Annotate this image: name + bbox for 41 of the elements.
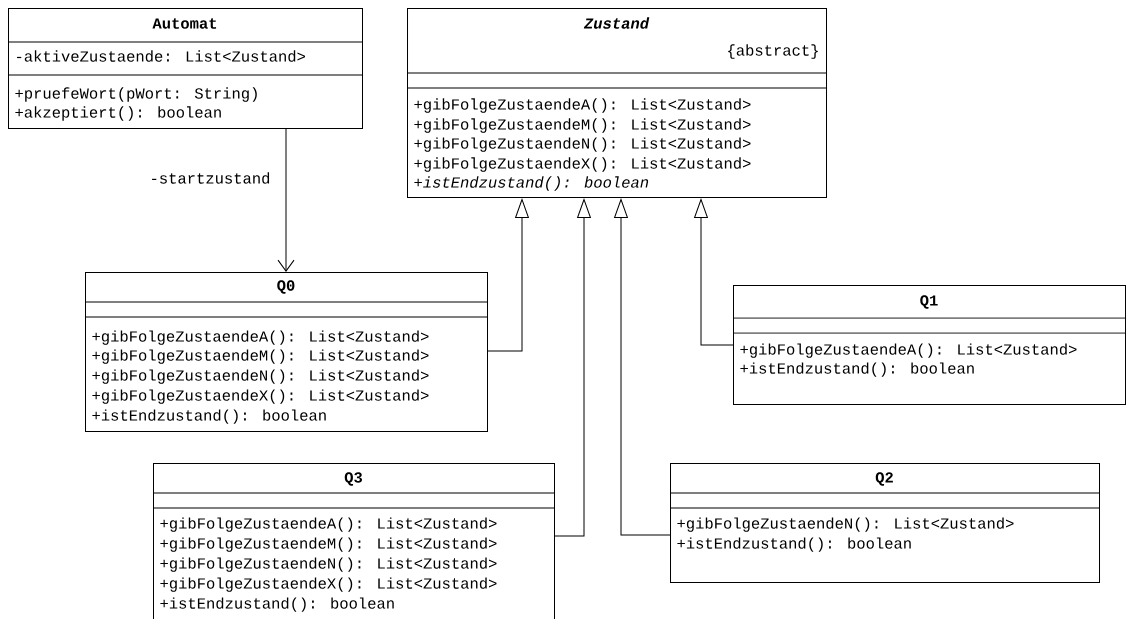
method-text: +gibFolgeZustaendeX(): List<Zustand> (92, 389, 429, 404)
method-text: +istEndzustand(): boolean (160, 597, 394, 612)
class-name: Q2 (875, 472, 893, 486)
method-text: +gibFolgeZustaendeN(): List<Zustand> (92, 369, 429, 384)
method-text: +gibFolgeZustaendeN(): List<Zustand> (414, 137, 751, 152)
class-name: Zustand (583, 17, 650, 29)
method-text: +gibFolgeZustaendeM(): List<Zustand> (92, 349, 429, 364)
inheritance-arrow (694, 199, 734, 346)
method-text: +istEndzustand(): boolean (414, 176, 649, 191)
class-box (406, 8, 827, 198)
method-text: +pruefeWort(pWort: String) (15, 87, 257, 102)
class-box (7, 8, 363, 129)
method-text: +gibFolgeZustaendeA(): List<Zustand> (92, 330, 429, 345)
inheritance-arrow (614, 199, 671, 536)
method-text: +gibFolgeZustaendeM(): List<Zustand> (414, 118, 751, 133)
attribute-text: -aktiveZustaende: List<Zustand> (17, 50, 305, 62)
stereotype-label: {abstract} (728, 44, 818, 59)
method-text: +gibFolgeZustaendeN(): List<Zustand> (677, 517, 1014, 532)
class-box (732, 285, 1126, 405)
method-text: +gibFolgeZustaendeA(): List<Zustand> (414, 98, 751, 113)
method-text: +gibFolgeZustaendeX(): List<Zustand> (160, 577, 497, 592)
method-text: +gibFolgeZustaendeA(): List<Zustand> (160, 517, 497, 532)
method-text: +gibFolgeZustaendeN(): List<Zustand> (160, 557, 497, 572)
method-text: +istEndzustand(): boolean (740, 362, 974, 377)
method-text: +gibFolgeZustaendeA(): List<Zustand> (740, 343, 1077, 358)
class-box (152, 463, 555, 619)
class-box (84, 272, 488, 432)
method-text: +gibFolgeZustaendeM(): List<Zustand> (160, 537, 497, 552)
method-text: +gibFolgeZustaendeX(): List<Zustand> (414, 157, 751, 172)
class-name: Q3 (344, 472, 362, 486)
method-text: +istEndzustand(): boolean (92, 409, 326, 424)
method-text: +istEndzustand(): boolean (677, 537, 911, 552)
class-name: Automat (152, 18, 217, 29)
edge-label: -startzustand (148, 171, 272, 185)
association-arrow (277, 128, 295, 272)
class-name: Q0 (277, 280, 295, 294)
inheritance-arrow (554, 199, 591, 537)
class-name: Q1 (920, 295, 938, 309)
inheritance-arrow (487, 199, 529, 352)
method-text: +akzeptiert(): boolean (15, 106, 221, 121)
class-box (669, 463, 1100, 583)
